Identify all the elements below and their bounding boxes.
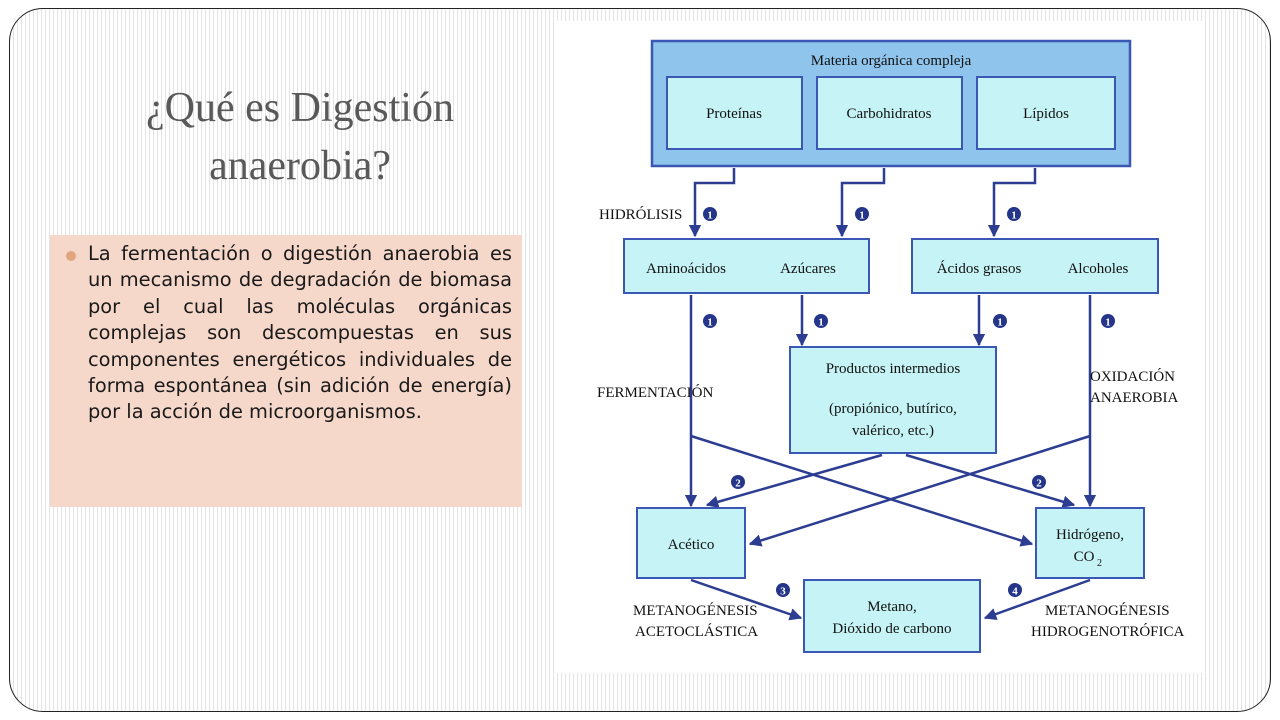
svg-text:1: 1 (859, 210, 865, 222)
svg-text:1: 1 (997, 317, 1003, 329)
carbohydrates-label: Carbohidratos (847, 106, 932, 122)
hydrogen-label: Hidrógeno, (1056, 527, 1124, 543)
slide-title: ¿Qué es Digestión anaerobia? (50, 79, 550, 195)
hydrolysis-arrows (688, 168, 1037, 238)
badge-oxidation: 1 (1101, 314, 1115, 329)
intermediates-line1: (propiónico, butírico, (829, 401, 957, 417)
aminoacids-label: Aminoácidos (646, 261, 726, 277)
co2-label: CO (1074, 549, 1095, 565)
definition-paragraph: La fermentación o digestión anaerobia es… (88, 242, 512, 424)
arrow-acetic-methane (690, 578, 803, 621)
svg-text:2: 2 (735, 478, 741, 490)
step-badges: 1 1 1 1 1 1 1 2 2 3 4 (703, 207, 1115, 598)
methane-box: Metano, Dióxido de carbono (803, 579, 981, 653)
arrow-lipids (987, 168, 1037, 238)
title-line-1: ¿Qué es Digestión (146, 85, 454, 131)
co2-subscript: 2 (1097, 558, 1102, 569)
diagram-svg: Materia orgánica compleja Proteínas Carb… (597, 39, 1185, 653)
acetic-box: Acético (636, 507, 746, 579)
hydrolysis-label: HIDRÓLISIS (599, 206, 682, 223)
badge-fatty-acids: 1 (993, 314, 1007, 329)
cross-arrows (690, 434, 1091, 547)
oxidation-label-line2: ANAEROBIA (1090, 390, 1178, 406)
badge-hydrolysis-3: 1 (1007, 207, 1021, 222)
monomers-box-left: Aminoácidos Azúcares (623, 238, 870, 294)
proteins-box (666, 76, 803, 150)
svg-text:1: 1 (818, 317, 824, 329)
alcohols-label: Alcoholes (1068, 261, 1129, 277)
svg-text:1: 1 (707, 317, 713, 329)
proteins-label: Proteínas (706, 106, 762, 122)
arrow-hydrogen-methane (983, 578, 1091, 621)
badge-sugars: 1 (814, 314, 828, 329)
oxidation-label-line1: OXIDACIÓN (1090, 368, 1175, 385)
lipids-box (976, 76, 1116, 150)
arrow-oxidation-acetic (748, 434, 1091, 547)
acetic-label: Acético (668, 537, 715, 553)
svg-text:1: 1 (1105, 317, 1111, 329)
sugars-label: Azúcares (780, 261, 836, 277)
svg-text:2: 2 (1036, 478, 1042, 490)
arrow-intermediates-hydrogen (905, 453, 1076, 508)
hydro-methanogenesis-line1: METANOGÉNESIS (1045, 602, 1170, 619)
arrow-fermentation-hydrogen (690, 434, 1034, 547)
hydrogen-box: Hidrógeno, CO 2 (1035, 507, 1145, 579)
definition-box: La fermentación o digestión anaerobia es… (50, 235, 522, 507)
fatty-acids-label: Ácidos grasos (937, 260, 1022, 277)
bullet-icon (66, 251, 76, 261)
aceto-methanogenesis-line2: ACETOCLÁSTICA (635, 623, 758, 640)
complex-organic-matter-box: Materia orgánica compleja Proteínas Carb… (650, 39, 1132, 168)
anaerobic-digestion-diagram: Materia orgánica compleja Proteínas Carb… (557, 21, 1205, 673)
methanogenesis-arrows (690, 578, 1091, 621)
fermentation-label: FERMENTACIÓN (597, 384, 713, 401)
badge-hydro-methanogenesis: 4 (1008, 583, 1022, 598)
methane-label: Metano, (867, 599, 917, 615)
intermediates-line2: valérico, etc.) (852, 423, 934, 439)
co2-product-label: Dióxido de carbono (832, 621, 951, 637)
arrow-carbohydrates (835, 168, 886, 238)
badge-aceto-methanogenesis: 3 (776, 583, 790, 598)
badge-acetogenesis-left: 2 (731, 475, 745, 490)
badge-hydrolysis-1: 1 (703, 207, 717, 222)
complex-matter-title: Materia orgánica compleja (811, 53, 972, 69)
svg-text:1: 1 (1011, 210, 1017, 222)
arrow-intermediates-acetic (705, 453, 883, 508)
svg-text:1: 1 (707, 210, 713, 222)
aceto-methanogenesis-line1: METANOGÉNESIS (633, 602, 758, 619)
title-line-2: anaerobia? (209, 143, 391, 189)
svg-text:4: 4 (1012, 586, 1018, 598)
hydro-methanogenesis-line2: HIDROGENOTRÓFICA (1031, 623, 1185, 640)
acidogenesis-arrows (684, 295, 1097, 508)
badge-fermentation: 1 (703, 314, 717, 329)
arrow-proteins (688, 168, 736, 238)
svg-text:3: 3 (780, 586, 786, 598)
badge-hydrolysis-2: 1 (855, 207, 869, 222)
lipids-label: Lípidos (1023, 106, 1069, 122)
badge-acetogenesis-right: 2 (1032, 475, 1046, 490)
monomers-box-right: Ácidos grasos Alcoholes (911, 238, 1159, 294)
intermediates-box: Productos intermedios (propiónico, butír… (789, 346, 997, 454)
carbohydrates-box (816, 76, 963, 150)
intermediates-title: Productos intermedios (826, 361, 961, 377)
